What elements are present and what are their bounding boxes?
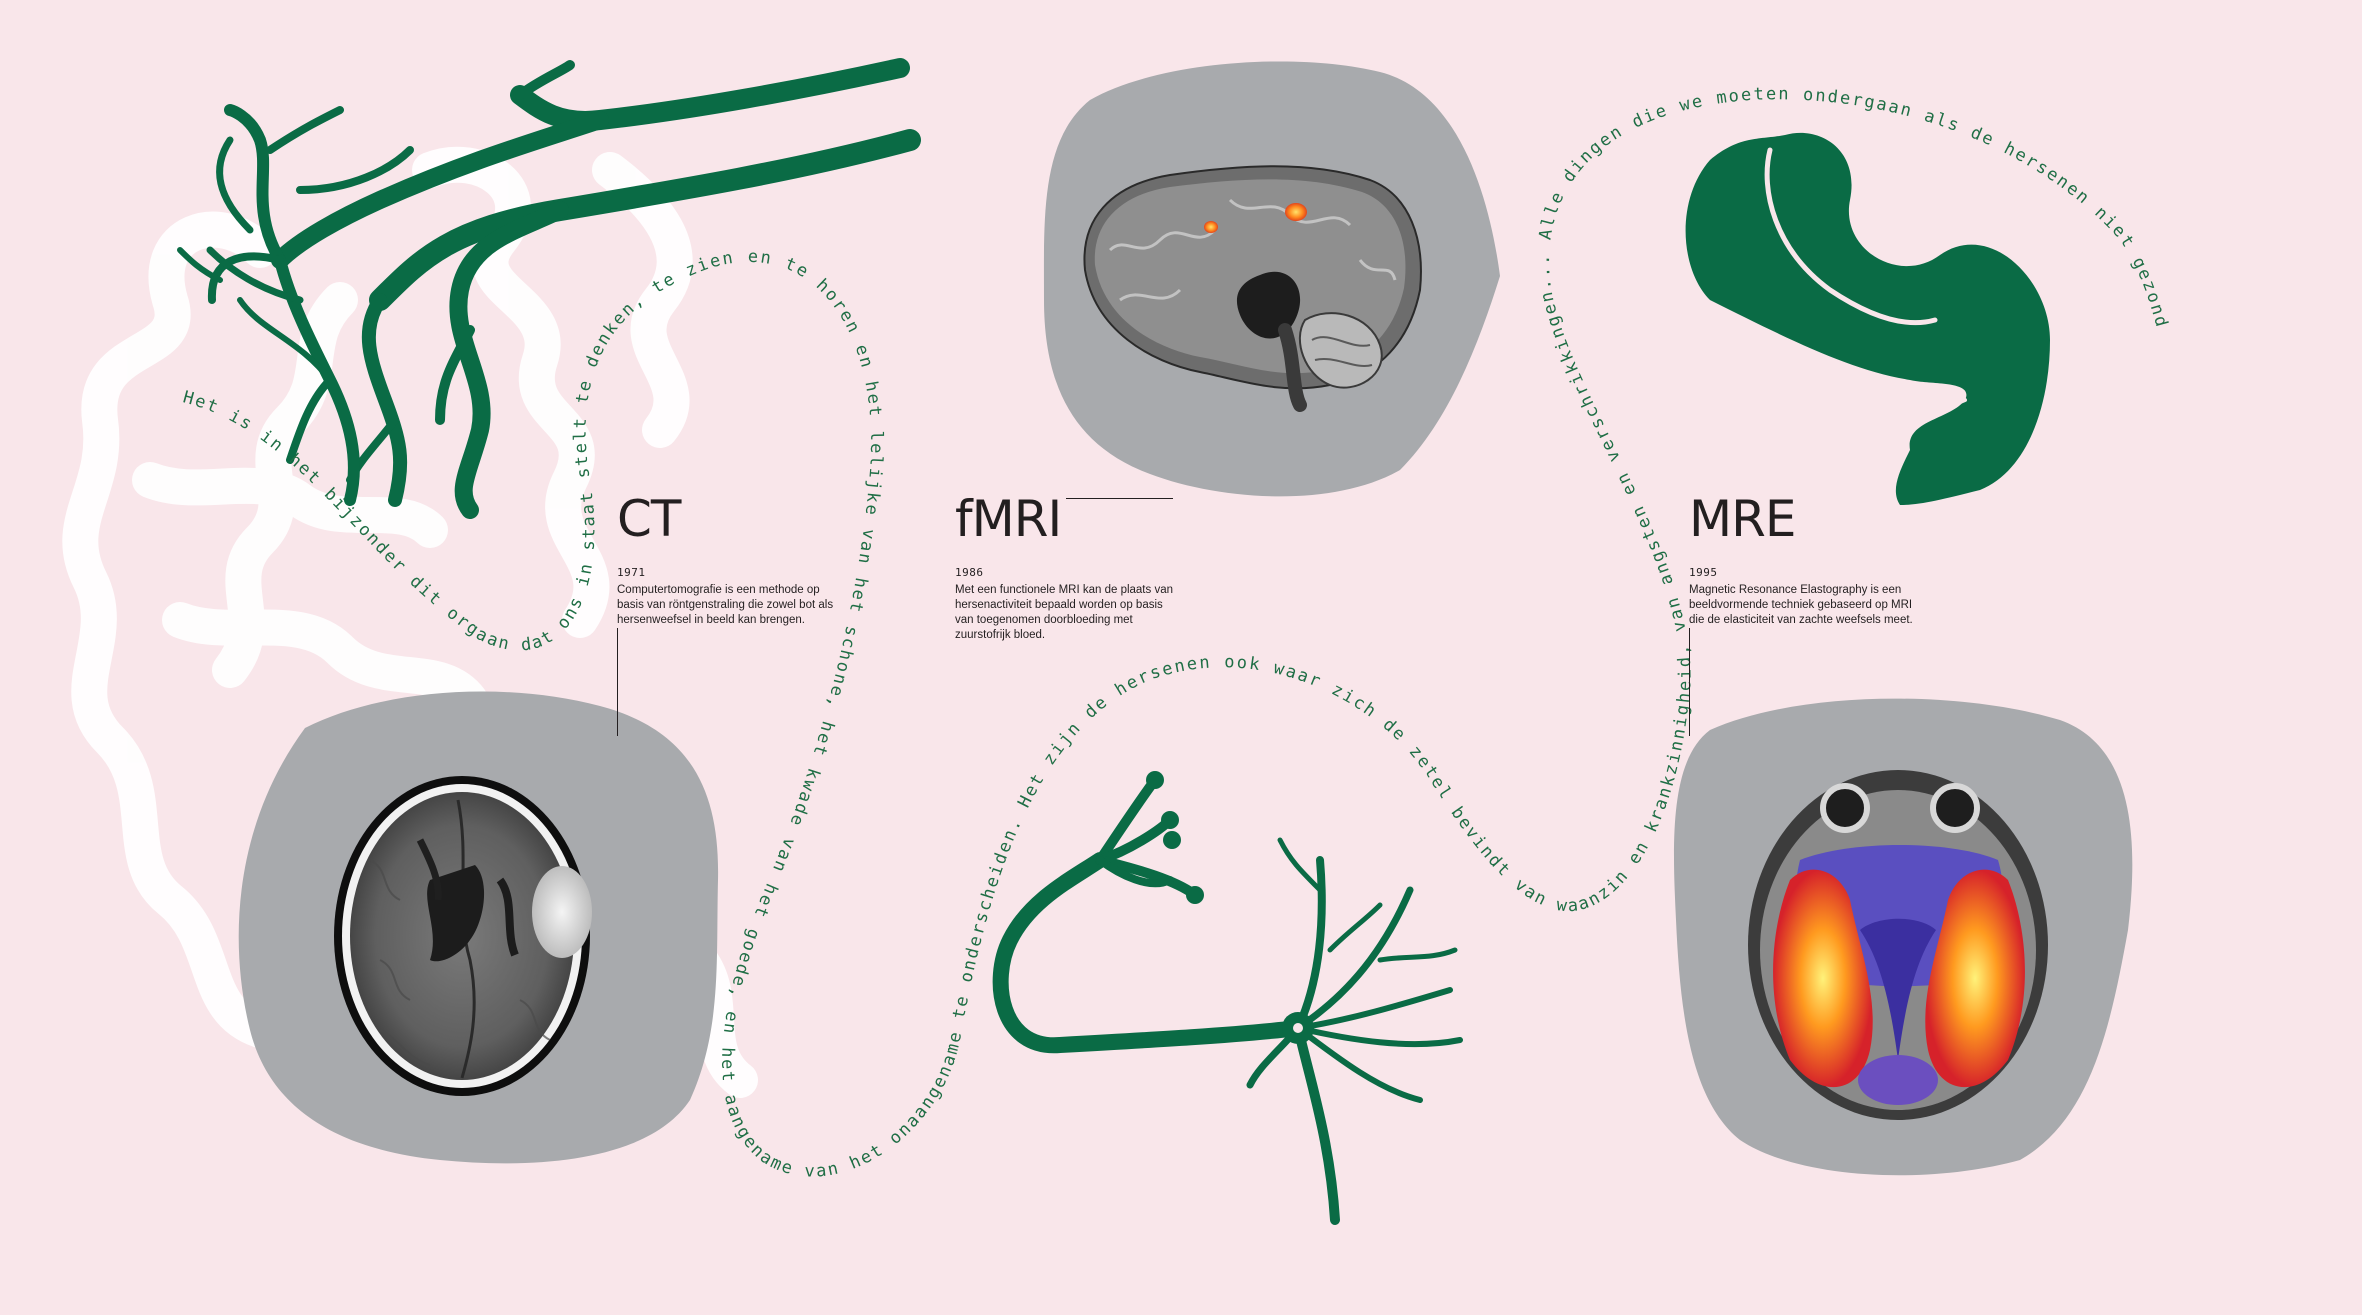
neuron-icon bbox=[992, 775, 1463, 1225]
ct-desc-line: hersenweefsel in beeld kan brengen. bbox=[617, 614, 805, 626]
mre-desc-line: die de elasticiteit van zachte weefsels … bbox=[1689, 614, 1913, 626]
ct-brain-scan bbox=[334, 776, 592, 1096]
brain-fold-line-icon-2 bbox=[1903, 398, 1967, 432]
mre-connector-line bbox=[1689, 628, 1691, 736]
mre-title: MRE bbox=[1689, 490, 1796, 548]
ct-section: CT 1971 Computertomografie is een method… bbox=[617, 494, 847, 628]
neuron-terminal-icons bbox=[1146, 771, 1204, 904]
fmri-desc-line: van toegenomen doorbloeding met bbox=[955, 614, 1133, 626]
mre-description: Magnetic Resonance Elastography is een b… bbox=[1689, 583, 1949, 628]
ct-desc-line: Computertomografie is een methode op bbox=[617, 584, 820, 596]
fmri-title: fMRI bbox=[955, 490, 1062, 548]
fmri-brain-scan bbox=[1083, 165, 1422, 412]
fmri-section: fMRI 1986 Met een functionele MRI kan de… bbox=[955, 494, 1195, 643]
mre-section: MRE 1995 Magnetic Resonance Elastography… bbox=[1689, 494, 1949, 628]
fmri-connector-line bbox=[1066, 498, 1173, 500]
neuron-nucleus-icon bbox=[1293, 1023, 1303, 1033]
ct-desc-line: basis van röntgenstraling die zowel bot … bbox=[617, 599, 834, 611]
blood-vessel-icon bbox=[177, 58, 921, 519]
brain-fold-icon bbox=[1685, 132, 2050, 505]
fmri-desc-line: zuurstofrijk bloed. bbox=[955, 629, 1046, 641]
ct-description: Computertomografie is een methode op bas… bbox=[617, 583, 847, 628]
ct-title: CT bbox=[617, 490, 681, 548]
ct-connector-line bbox=[617, 628, 619, 736]
mre-brain-scan bbox=[1748, 770, 2048, 1120]
mre-desc-line: Magnetic Resonance Elastography is een bbox=[1689, 584, 1902, 596]
brain-fold-line-icon bbox=[1764, 147, 1938, 326]
fmri-year: 1986 bbox=[955, 566, 984, 579]
mre-year: 1995 bbox=[1689, 566, 1718, 579]
ct-year: 1971 bbox=[617, 566, 646, 579]
fmri-desc-line: Met een functionele MRI kan de plaats va… bbox=[955, 584, 1173, 596]
fmri-description: Met een functionele MRI kan de plaats va… bbox=[955, 583, 1195, 643]
mre-desc-line: beeldvormende techniek gebaseerd op MRI bbox=[1689, 599, 1913, 611]
fmri-desc-line: hersenactiviteit bepaald worden op basis bbox=[955, 599, 1163, 611]
